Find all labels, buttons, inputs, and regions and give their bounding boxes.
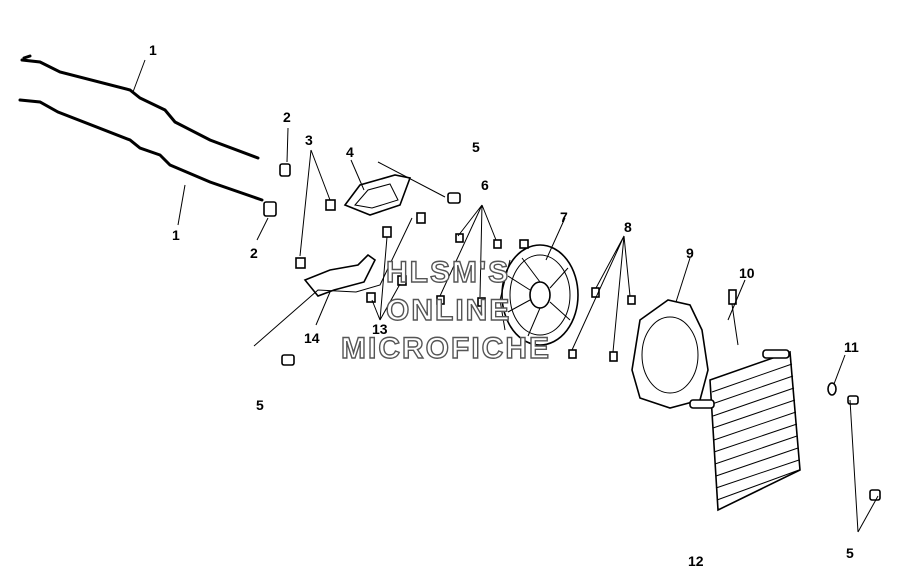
callout-13: 13 — [372, 321, 388, 337]
fan-shroud-part-9 — [631, 299, 709, 409]
callout-1-upper: 1 — [149, 42, 157, 58]
hose-clamp-lower — [263, 201, 277, 217]
leader-lines — [132, 59, 879, 533]
callout-11: 11 — [844, 339, 859, 355]
coolant-tube-upper — [20, 54, 260, 160]
watermark-line-3: MICROFICHE — [341, 332, 551, 365]
bolt-part-5-top — [447, 192, 461, 204]
callout-9: 9 — [686, 245, 694, 261]
bolt-part-5-right — [847, 395, 881, 501]
callout-12: 12 — [688, 553, 704, 569]
watermark: HLSM'S ONLINE MICROFICHE — [340, 255, 551, 365]
watermark-line-2: ONLINE — [386, 294, 511, 327]
callout-5-left: 5 — [256, 397, 264, 413]
callout-1-lower: 1 — [172, 227, 180, 243]
callout-6: 6 — [481, 177, 489, 193]
hose-clamp-upper — [279, 163, 291, 177]
callout-2-upper: 2 — [283, 109, 291, 125]
radiator-part-12 — [689, 349, 801, 512]
grommet-part-3 — [295, 199, 336, 269]
callout-2-lower: 2 — [250, 245, 258, 261]
callout-7: 7 — [560, 209, 568, 225]
callout-4: 4 — [346, 144, 354, 160]
watermark-line-1: HLSM'S — [386, 256, 510, 289]
nut-part-8 — [568, 287, 636, 362]
support-bracket-part-14 — [303, 253, 377, 297]
callout-3: 3 — [305, 132, 313, 148]
callout-8: 8 — [624, 219, 632, 235]
callout-5-right: 5 — [846, 545, 854, 561]
callout-labels: 1 1 2 2 3 4 5 5 5 6 7 8 9 10 11 12 13 14 — [149, 42, 859, 569]
coolant-tube-lower — [18, 98, 264, 202]
temperature-sensor-part-10 — [728, 289, 739, 346]
bolt-part-5-left — [281, 354, 295, 366]
cooling-fan-part-7 — [499, 239, 579, 346]
callout-14: 14 — [304, 330, 320, 346]
callout-5-top: 5 — [472, 139, 480, 155]
mounting-bracket-part-4 — [343, 174, 412, 216]
callout-10: 10 — [739, 265, 755, 281]
washer-part-11 — [827, 382, 837, 396]
